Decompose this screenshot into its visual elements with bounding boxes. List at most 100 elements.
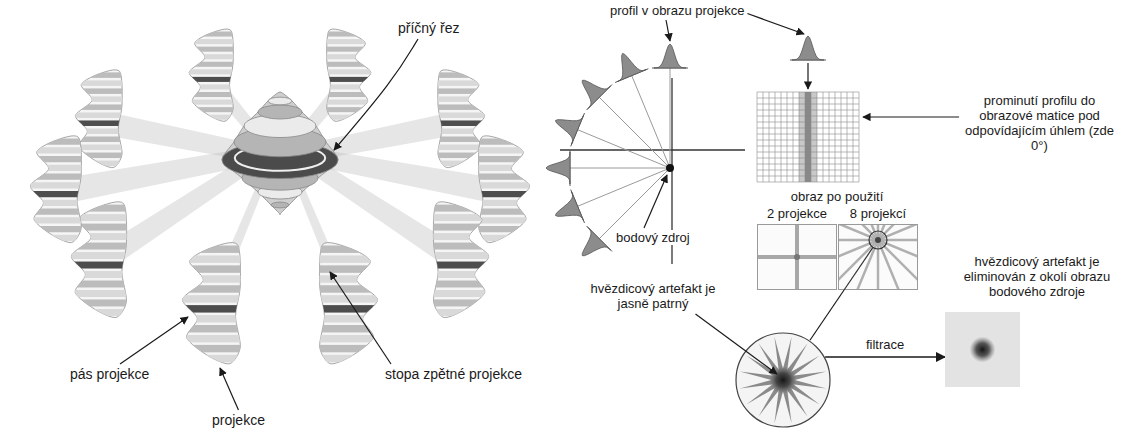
back-projected-strip xyxy=(805,92,811,182)
grid-line xyxy=(775,92,776,182)
sheet-stripe xyxy=(68,299,129,306)
sheet-stripe xyxy=(179,245,243,252)
node-heading: 8 projekcí xyxy=(828,207,928,222)
projection-band xyxy=(325,77,374,82)
sheet-stripe xyxy=(325,115,374,120)
sheet-stripe xyxy=(179,315,243,322)
grid-line xyxy=(829,92,830,182)
sheet-stripe xyxy=(318,355,382,362)
point-image xyxy=(794,254,800,260)
sheet-stripe xyxy=(186,62,235,67)
sheet-stripe xyxy=(477,156,534,162)
sheet-stripe xyxy=(325,39,374,44)
grid-line xyxy=(757,158,859,159)
sheet-stripe xyxy=(436,112,488,118)
back-projection-line xyxy=(795,225,799,289)
magnified-circle: hvězdicový artefakt je jasně patrný xyxy=(735,332,831,428)
label-box: profil v obrazu projekce xyxy=(610,4,744,19)
sheet-stripe xyxy=(432,224,493,231)
grid-line xyxy=(757,122,859,123)
sheet-stripe xyxy=(72,112,124,118)
back-projection-line xyxy=(839,225,917,289)
grid-line xyxy=(757,92,859,93)
sheet-stripe xyxy=(179,325,243,332)
projection-sheet xyxy=(432,202,493,318)
sheet-stripe xyxy=(186,69,235,74)
edge-label-box: filtrace xyxy=(866,338,904,353)
back-projection-line xyxy=(758,255,836,259)
node-heading: hvězdicový artefakt je jasně patrný xyxy=(589,282,717,312)
sheet-stripe xyxy=(318,265,382,272)
sheet-stripe xyxy=(318,285,382,292)
magnifier-circle xyxy=(869,231,887,249)
grid-line xyxy=(757,176,859,177)
leader-arrow xyxy=(120,317,188,364)
sheet-stripe xyxy=(186,107,235,112)
sheet-stripe xyxy=(68,309,129,316)
sheet-stripe xyxy=(72,96,124,102)
projection-band xyxy=(432,262,493,269)
leader-arrow xyxy=(863,116,959,117)
sheet-stripe xyxy=(72,88,124,94)
sheet-stripe xyxy=(186,100,235,105)
grid-line xyxy=(757,170,859,171)
sheet-stripe xyxy=(72,80,124,86)
sheet-stripe xyxy=(432,214,493,221)
point-image xyxy=(875,237,881,243)
grid-line xyxy=(847,92,848,182)
grid-line xyxy=(757,98,859,99)
label-text: příčný řez xyxy=(398,20,459,36)
grid-line xyxy=(793,92,794,182)
sheet-stripe xyxy=(325,47,374,52)
sheet-stripe xyxy=(27,217,84,223)
sheet-stripe xyxy=(436,104,488,110)
back-projection-line xyxy=(877,225,880,289)
edge-label: filtrace xyxy=(866,337,904,352)
sheet-stripe xyxy=(477,147,534,153)
sheet-stripe xyxy=(318,345,382,352)
sheet-stripe xyxy=(432,252,493,259)
profile-peak xyxy=(617,53,647,81)
label-box: projekce xyxy=(212,412,265,428)
sheet-stripe xyxy=(432,290,493,297)
magnifier-line xyxy=(844,247,873,290)
grid-line xyxy=(757,104,859,105)
g-part xyxy=(432,205,493,316)
ray-line xyxy=(599,168,670,239)
grid-line xyxy=(859,92,860,182)
grid-line xyxy=(769,92,770,182)
image-matrix xyxy=(757,92,859,182)
projection-sheet xyxy=(325,29,374,121)
projection-band xyxy=(68,262,129,269)
profile-peak xyxy=(546,152,570,184)
ray-line xyxy=(599,97,670,168)
heading-text: 2 projekce xyxy=(767,206,827,221)
node-heading: hvězdicový artefakt je eliminován z okol… xyxy=(943,255,1131,300)
leader-arrow xyxy=(666,20,670,41)
profile-peak xyxy=(582,80,610,108)
sheet-stripe xyxy=(72,104,124,110)
projection-band xyxy=(27,191,84,197)
label-box: stopa zpětné projekce xyxy=(385,366,522,382)
image-panel: 2 projekce xyxy=(757,224,837,290)
ray-line xyxy=(578,130,670,168)
grid-line xyxy=(787,92,788,182)
node-shape xyxy=(945,312,1020,387)
node-shape xyxy=(735,332,831,428)
label-text: bodový zdroj xyxy=(614,230,692,245)
profile-peak xyxy=(555,191,583,221)
sheet-stripe xyxy=(27,156,84,162)
grid-line xyxy=(757,164,859,165)
sheet-stripe xyxy=(436,96,488,102)
grid-line xyxy=(757,116,859,117)
sheet-stripe xyxy=(318,245,382,252)
g-part xyxy=(186,32,235,120)
profile-peak xyxy=(792,36,824,60)
grid-line xyxy=(835,92,836,182)
sheet-stripe xyxy=(325,62,374,67)
ray-line xyxy=(570,168,670,169)
sheet-stripe xyxy=(179,255,243,262)
sheet-stripe xyxy=(68,252,129,259)
projection-band xyxy=(436,120,488,126)
